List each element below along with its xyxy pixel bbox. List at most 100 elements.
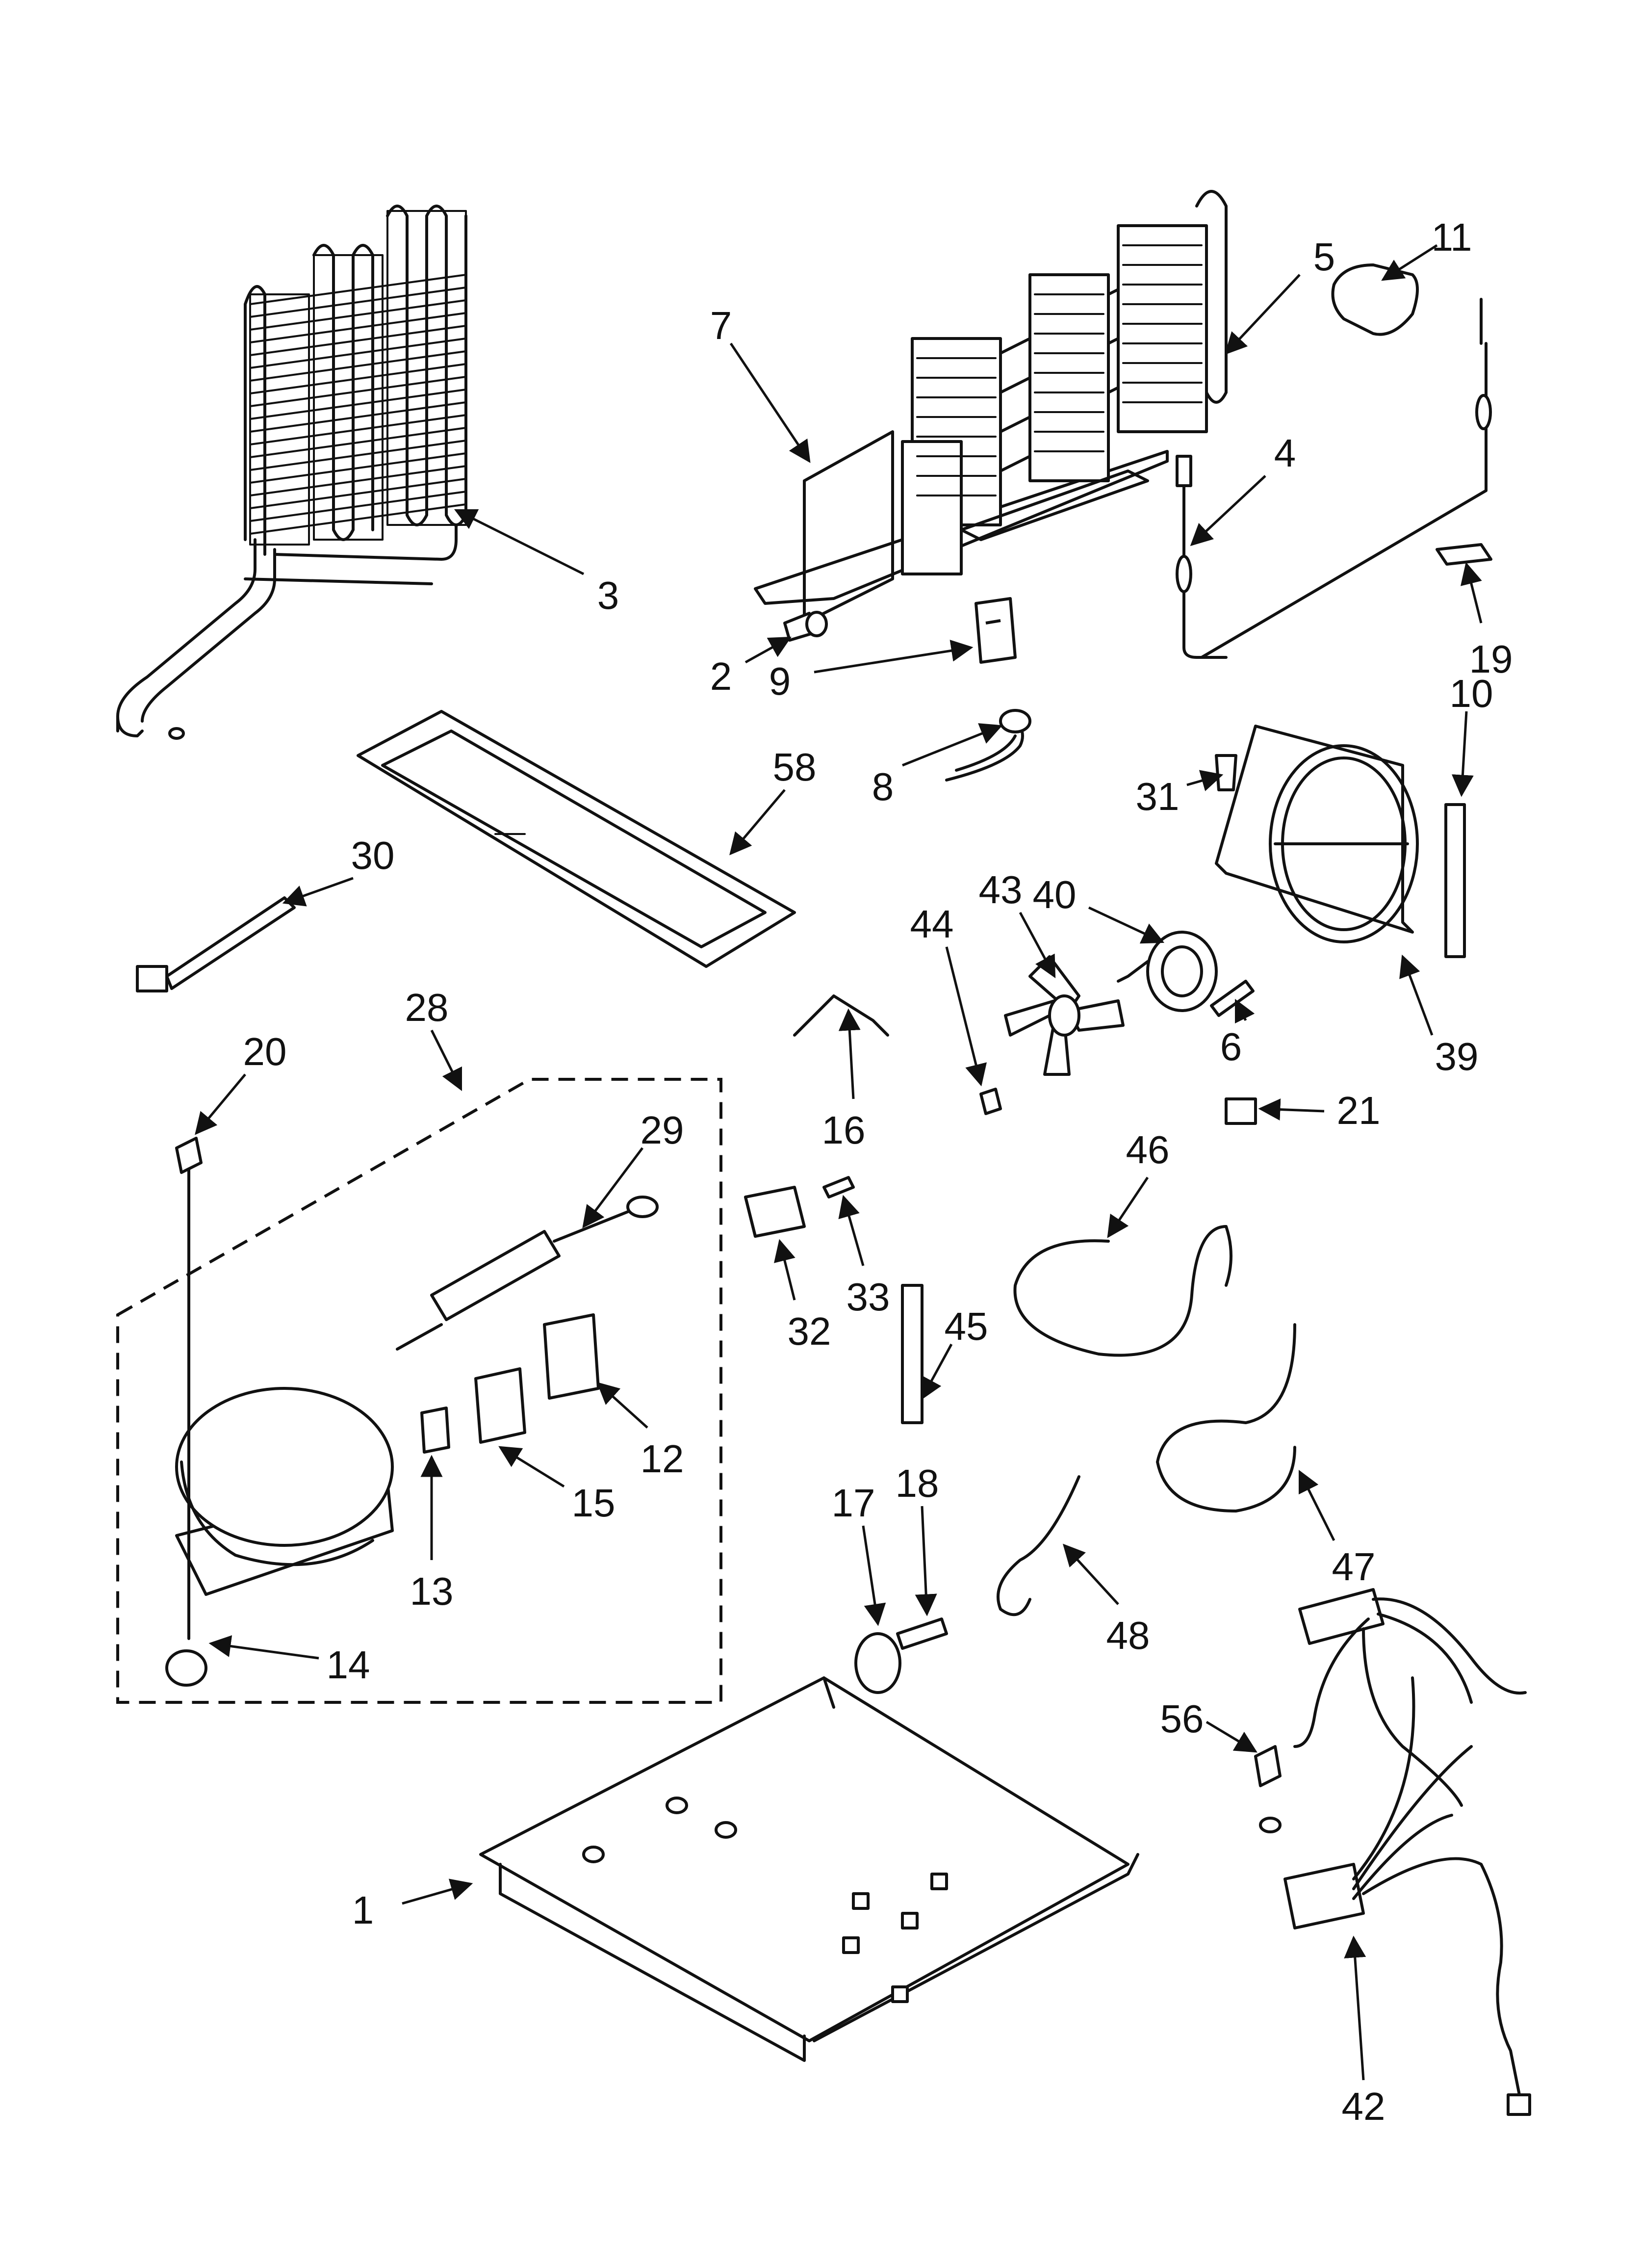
screw-2 (783, 611, 828, 642)
callout-16: 16 (822, 1108, 866, 1152)
callout-32: 32 (788, 1309, 831, 1353)
relay-32 (744, 1186, 806, 1238)
leader-line-19 (1460, 562, 1483, 624)
leader-line-29 (582, 1147, 643, 1228)
callout-29: 29 (641, 1108, 684, 1152)
screw-20 (175, 1137, 203, 1174)
leader-line-44 (945, 946, 987, 1087)
base-plate-1 (479, 1676, 1139, 2062)
fan-shroud-39 (1215, 725, 1419, 943)
wire-harness-42 (1283, 1588, 1531, 2116)
compressor (165, 1142, 394, 1687)
leader-line-46 (1107, 1176, 1149, 1238)
leader-line-14 (208, 1635, 319, 1660)
callout-12: 12 (641, 1437, 684, 1481)
callout-33: 33 (847, 1275, 890, 1319)
condenser-fin (249, 312, 467, 343)
condenser-coil (116, 205, 467, 740)
leader-line-47 (1298, 1469, 1335, 1541)
condenser-fin (249, 491, 467, 522)
condenser-fin (249, 350, 467, 382)
roller-17-18 (854, 1617, 948, 1694)
pad-11 (1331, 263, 1419, 336)
fan-motor-40 (1117, 931, 1218, 1012)
callout-10: 10 (1450, 672, 1493, 715)
washer-56 (1259, 1817, 1282, 1833)
callout-2: 2 (710, 654, 732, 698)
capillary-tube (1200, 298, 1488, 659)
condenser-fin (249, 325, 467, 356)
plug-13 (420, 1407, 450, 1454)
leader-line-6 (1234, 998, 1255, 1024)
hose-48 (997, 1475, 1080, 1616)
tube-46 (1013, 1225, 1232, 1357)
leader-line-12 (596, 1382, 648, 1429)
leader-line-7 (729, 342, 811, 463)
relay-15 (474, 1367, 526, 1444)
condenser-fin (249, 389, 467, 420)
condenser-fin (249, 299, 467, 331)
wire-8 (945, 709, 1031, 782)
condenser-fin (249, 478, 467, 509)
leader-line-39 (1399, 954, 1434, 1036)
condenser-fin (249, 465, 467, 496)
leader-line-10 (1451, 711, 1474, 797)
leader-line-48 (1062, 1543, 1119, 1605)
leader-line-5 (1224, 274, 1301, 355)
callout-21: 21 (1337, 1089, 1381, 1132)
leader-line-31 (1186, 770, 1224, 791)
leader-line-3 (454, 509, 585, 575)
filter-drier-29 (396, 1196, 659, 1351)
callout-58: 58 (773, 745, 817, 789)
leader-line-15 (498, 1446, 565, 1488)
overload-12 (543, 1313, 600, 1400)
screw-31 (1215, 754, 1237, 791)
callout-18: 18 (896, 1461, 939, 1505)
clip-19 (1436, 543, 1492, 566)
leader-line-18 (915, 1506, 937, 1616)
callout-17: 17 (832, 1481, 875, 1525)
leader-line-17 (862, 1525, 886, 1626)
callout-leaders (195, 244, 1483, 2081)
condenser-fin (249, 503, 467, 535)
callout-15: 15 (572, 1481, 616, 1525)
callout-11: 11 (1431, 215, 1472, 259)
callout-1: 1 (352, 1888, 374, 1932)
condenser-fin (249, 274, 467, 305)
condenser-fin (249, 287, 467, 318)
callout-45: 45 (945, 1304, 988, 1348)
drain-pan-58 (357, 710, 796, 968)
callout-9: 9 (769, 659, 791, 703)
callout-7: 7 (710, 304, 732, 347)
leader-line-8 (902, 723, 1003, 767)
grommet-21 (1225, 1097, 1257, 1125)
callout-8: 8 (872, 765, 894, 808)
condenser-fin (249, 376, 467, 407)
callout-48: 48 (1106, 1614, 1150, 1657)
thermistor-4 (1176, 455, 1228, 659)
leader-line-9 (814, 640, 974, 674)
condenser-fin (249, 414, 467, 445)
wire-clip-16 (793, 994, 889, 1037)
pin-45 (901, 1284, 924, 1424)
condenser-fin (249, 338, 467, 369)
callout-4: 4 (1274, 431, 1296, 475)
leader-line-42 (1344, 1935, 1366, 2081)
condenser-fin (249, 401, 467, 433)
leader-line-4 (1190, 475, 1266, 547)
leader-line-1 (402, 1878, 473, 1905)
callout-19: 19 (1469, 637, 1513, 681)
callout-6: 6 (1220, 1025, 1242, 1069)
screw-6 (1210, 980, 1255, 1017)
callout-30: 30 (351, 834, 395, 877)
callout-42: 42 (1342, 2085, 1385, 2128)
condenser-fin (249, 452, 467, 484)
leader-line-40 (1088, 906, 1165, 944)
leader-line-56 (1206, 1721, 1257, 1753)
leader-line-21 (1258, 1098, 1325, 1121)
condenser-fin (249, 427, 467, 458)
callout-14: 14 (327, 1643, 370, 1687)
screw-33 (822, 1176, 855, 1199)
